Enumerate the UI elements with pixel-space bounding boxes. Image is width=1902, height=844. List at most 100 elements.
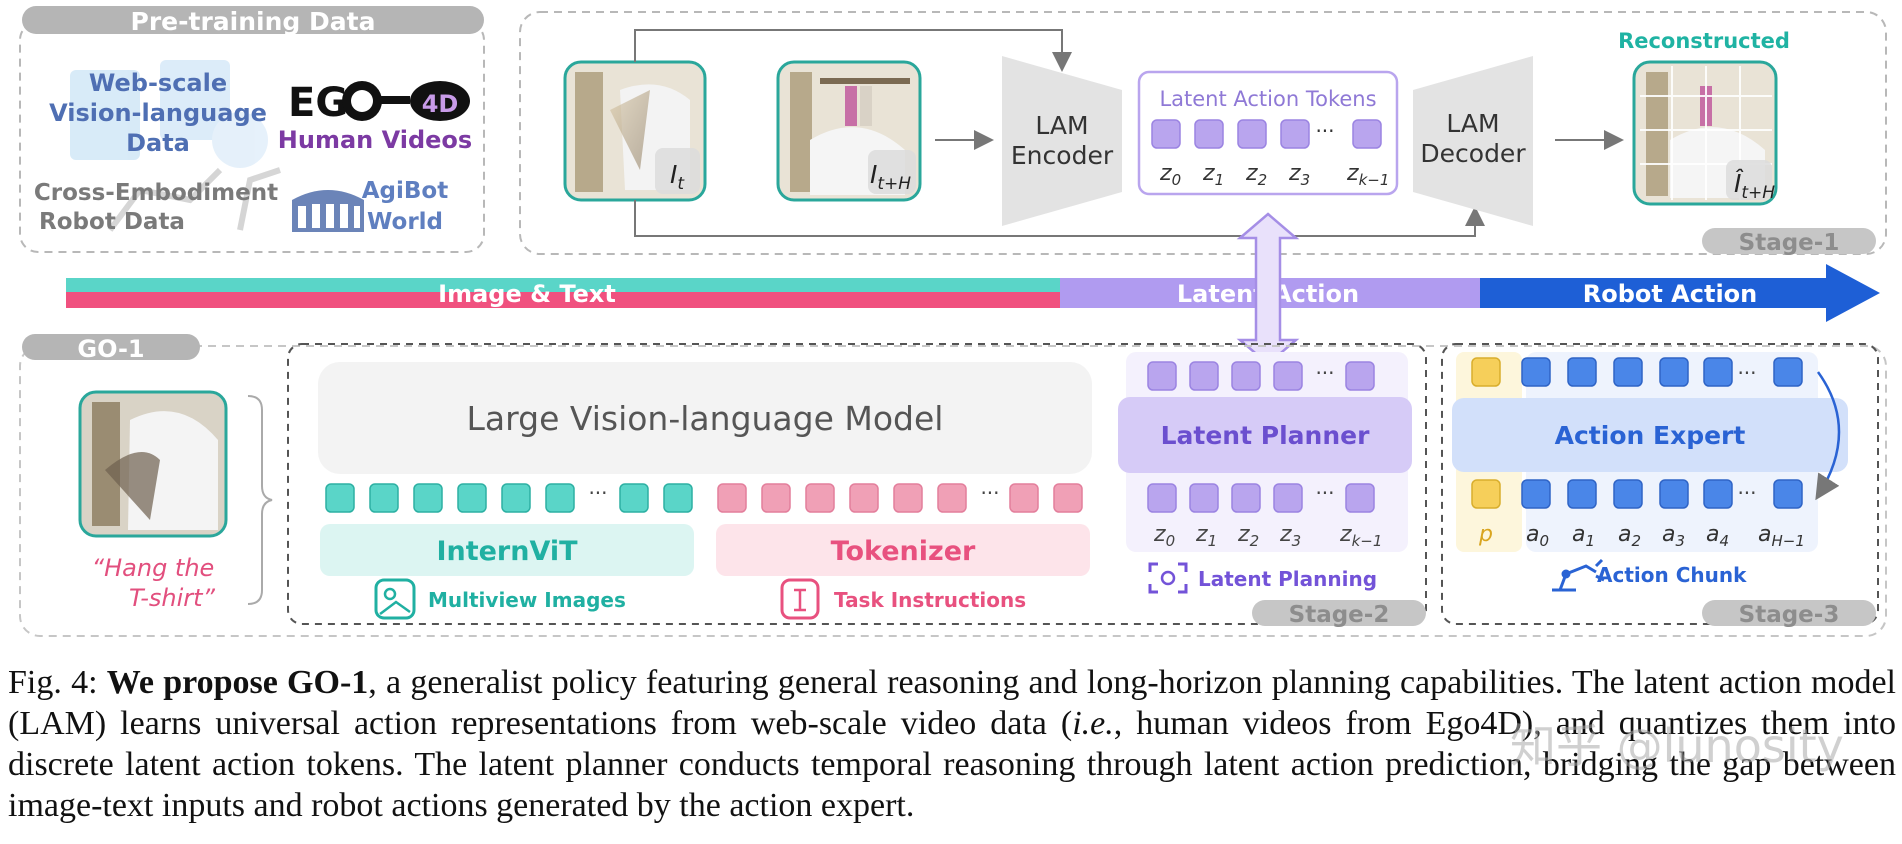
vision-token-row xyxy=(325,483,693,513)
planner-top-ellipsis: ··· xyxy=(1315,361,1334,385)
planner-input-token xyxy=(1345,483,1375,513)
planner-input-token xyxy=(1231,483,1261,513)
vision-token xyxy=(325,483,355,513)
reconstructed-frame-image xyxy=(1632,60,1778,206)
prompt-token-top xyxy=(1471,357,1501,387)
frame-it-label: It xyxy=(670,160,685,194)
cross-embodiment-line1: Cross-Embodiment xyxy=(34,180,278,206)
action-input-token xyxy=(1773,479,1803,509)
text-cursor-icon xyxy=(780,578,820,620)
planner-output-token xyxy=(1231,361,1261,391)
action-expert-block xyxy=(1452,398,1848,472)
text-token xyxy=(1053,483,1083,513)
multiview-images-label: Multiview Images xyxy=(428,588,626,612)
colosseum-icon xyxy=(292,190,364,232)
action-output-token xyxy=(1659,357,1689,387)
action-input-token xyxy=(1613,479,1643,509)
text-token xyxy=(1009,483,1039,513)
latent-token-label: z1 xyxy=(1202,161,1224,189)
text-token-ellipsis: ··· xyxy=(980,481,999,505)
internvit-label: InternViT xyxy=(436,536,578,567)
action-top-ellipsis: ··· xyxy=(1737,361,1756,385)
planner-z-label: z3 xyxy=(1279,522,1301,550)
action-output-token xyxy=(1773,357,1803,387)
planner-output-token xyxy=(1273,361,1303,391)
action-label: a3 xyxy=(1662,522,1685,550)
frame-it-image xyxy=(563,60,707,202)
stage2-panel: Large Vision-language Model ··· ··· Inte… xyxy=(287,343,1427,628)
text-token xyxy=(849,483,879,513)
action-output-token-row xyxy=(1521,357,1803,387)
action-label: a2 xyxy=(1618,522,1641,550)
modality-arrow-bar: Image & Text Latent Action Robot Action xyxy=(66,264,1880,322)
internvit-block xyxy=(320,524,694,576)
pretraining-panel: Pre-training Data Web-scale Vision-langu… xyxy=(19,6,485,253)
svg-text:EG: EG xyxy=(288,80,348,126)
agibot-line1: AgiBot xyxy=(362,178,448,204)
latent-action-tokens-title: Latent Action Tokens xyxy=(1159,87,1376,111)
figure-caption: Fig. 4: We propose GO-1, a generalist po… xyxy=(8,662,1896,826)
text-token xyxy=(717,483,747,513)
lam-decoder-line1: LAM xyxy=(1446,109,1499,138)
action-label: a4 xyxy=(1706,522,1729,550)
lam-decoder-line2: Decoder xyxy=(1420,139,1526,168)
planner-z-label: z1 xyxy=(1195,522,1217,550)
prompt-label: p xyxy=(1478,522,1493,547)
latent-action-token-row xyxy=(1151,119,1382,149)
caption-text1: , a generalist policy featuring general … xyxy=(8,664,1896,742)
lam-decoder-block xyxy=(1413,56,1533,226)
cross-embodiment-line2: Robot Data xyxy=(39,209,185,235)
action-bottom-ellipsis: ··· xyxy=(1737,481,1756,505)
action-input-token xyxy=(1703,479,1733,509)
human-videos-label: Human Videos xyxy=(278,126,472,154)
vision-token xyxy=(663,483,693,513)
reconstructed-frame-label: Ît+H xyxy=(1734,169,1775,203)
latent-planner-block xyxy=(1118,397,1412,473)
go1-badge-text: GO-1 xyxy=(77,335,144,363)
action-label: aH−1 xyxy=(1758,522,1805,550)
text-token xyxy=(937,483,967,513)
text-token xyxy=(893,483,923,513)
input-observation-image xyxy=(78,390,228,538)
prompt-token-bottom xyxy=(1471,479,1501,509)
caption-bold-lead: We propose GO-1 xyxy=(106,664,369,701)
action-output-token xyxy=(1703,357,1733,387)
agibot-line2: World xyxy=(367,209,443,235)
pretraining-badge xyxy=(22,6,484,34)
stage3-badge xyxy=(1702,600,1876,626)
latent-planner-label: Latent Planner xyxy=(1161,421,1370,450)
stage1-panel: It It+H LAM Encoder Latent Action Tokens… xyxy=(519,11,1887,256)
caption-fig-label: Fig. 4: xyxy=(8,664,107,701)
pretraining-badge-text: Pre-training Data xyxy=(131,7,376,36)
planner-input-token xyxy=(1147,483,1177,513)
stage2-badge-text: Stage-2 xyxy=(1289,602,1390,628)
planner-z-label: z0 xyxy=(1153,522,1175,550)
go1-badge xyxy=(22,334,200,360)
latent-action-token xyxy=(1151,119,1181,149)
planner-output-token-row xyxy=(1147,361,1375,391)
ego4d-logo: EG 4D xyxy=(288,80,470,126)
multiview-images-icon xyxy=(374,578,416,620)
vision-token xyxy=(545,483,575,513)
vision-token xyxy=(369,483,399,513)
task-instructions-label: Task Instructions xyxy=(834,588,1026,612)
stage2-badge xyxy=(1252,600,1426,626)
planner-input-token xyxy=(1273,483,1303,513)
caption-ie: i.e. xyxy=(1072,705,1114,742)
latent-action-token xyxy=(1352,119,1382,149)
web-scale-line1: Web-scale xyxy=(89,69,227,97)
latent-planning-icon xyxy=(1148,562,1188,594)
tokenizer-label: Tokenizer xyxy=(831,536,976,567)
frame-ith-label: It+H xyxy=(870,160,911,194)
caption-text2: , human videos from Ego4D), and quantize… xyxy=(8,705,1897,824)
planner-input-token xyxy=(1189,483,1219,513)
vision-language-data-icon xyxy=(70,60,268,168)
action-label: a0 xyxy=(1526,522,1549,550)
robot-arm-chunk-icon xyxy=(1552,558,1605,592)
action-output-token xyxy=(1567,357,1597,387)
watermark: 知乎 @lunosity xyxy=(1510,719,1844,773)
lam-encoder-block xyxy=(1002,56,1122,226)
